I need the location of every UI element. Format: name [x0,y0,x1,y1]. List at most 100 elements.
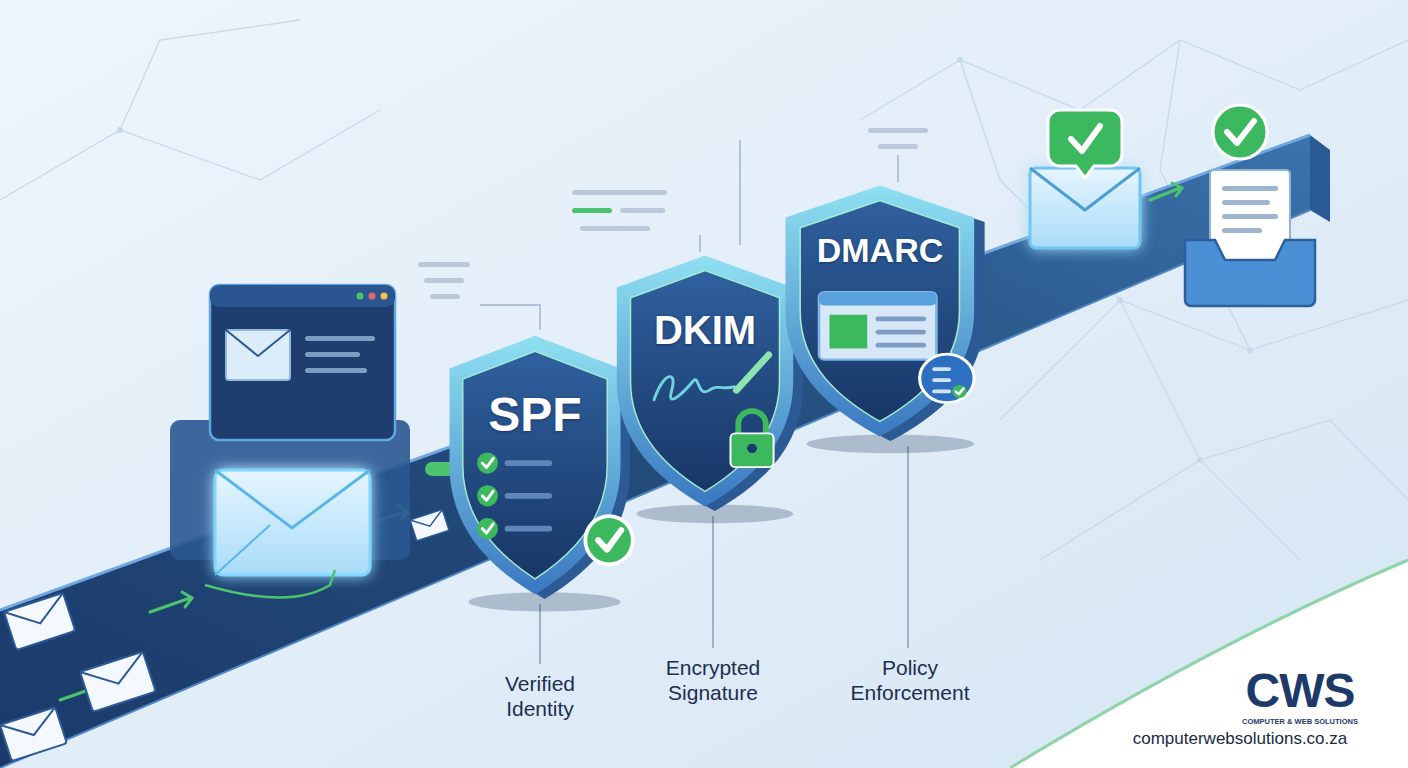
envelope-icon [80,652,156,712]
envelope-body [215,470,370,575]
report-block [830,315,868,349]
check-circle [477,452,498,473]
window-dot [357,293,364,300]
label-box: COMPUTER & WEB SOLUTIONS [1242,717,1358,726]
check-mark [1227,121,1254,143]
envelope-body [0,707,67,761]
check-circle [1213,105,1267,159]
inbox-box [1185,240,1315,306]
shield-title: DKIM [654,310,756,350]
shield-title: DMARC [817,233,944,267]
decor-line [480,305,540,330]
check-mark [482,458,493,467]
inbox-tray [1185,105,1315,306]
text-line [1222,200,1270,205]
padlock-shackle [738,411,765,435]
shield-title: SPF [488,391,581,439]
network-line [1000,300,1408,500]
network-dot [957,57,963,63]
logo-text: CWS [1246,667,1355,715]
text-line [932,390,951,394]
decor-bar [424,278,464,283]
network-dot [117,127,123,133]
shield-rim [617,256,793,507]
envelope-body [80,652,156,712]
shield-depth [796,190,985,441]
shield-icon [819,292,974,402]
security-shield: DMARC [775,180,985,442]
envelope-icon [0,707,67,761]
glow-line [205,570,335,598]
policy-badge [920,354,975,403]
envelope-body [226,330,290,380]
decor-bar [868,128,928,133]
text-line [876,343,926,348]
track-edge [0,210,1310,768]
padlock-keyhole [747,444,757,453]
wave-line [1010,560,1408,768]
label-box: Verified Identity [473,671,608,721]
verified-envelope [1030,110,1140,248]
check-mark [956,389,964,395]
track-edge [0,135,1310,610]
network-dot [1247,347,1253,353]
envelope-flap [215,470,370,528]
envelope-flap [0,707,61,744]
leader-line [907,446,909,648]
text-line [505,526,552,532]
text-line [305,352,360,357]
decor-bar [580,226,650,231]
corner-wave [1010,560,1408,768]
text-line [932,367,951,371]
envelope-body [4,593,75,650]
label-box: computerwebsolutions.co.za [1133,729,1348,749]
decor-line [739,140,740,245]
shield-face [631,271,780,492]
envelope-icon [410,509,449,540]
envelope-flap [4,593,70,633]
decor-line [897,155,898,182]
shield-shape [607,250,803,512]
decor-line [699,235,700,252]
decor-bar [572,190,667,195]
check-circle [587,518,631,562]
check-mark [1071,126,1100,151]
text-line [305,368,367,373]
decor-bar [418,262,470,267]
check-mark [598,530,621,549]
text-line [505,493,552,499]
check-badge [583,514,634,566]
envelope-flap [80,652,150,694]
leader-line [712,516,714,648]
text-line [876,317,926,322]
shield-depth [627,260,803,511]
envelope-body [410,509,449,540]
glowing-envelope [215,470,370,575]
shield-shape [440,330,630,600]
decor-bar [878,144,918,149]
envelope-icon [4,593,75,650]
check-mark [482,524,493,533]
decor-bar [430,294,460,299]
shield-icon [477,452,635,566]
report-window [819,292,936,359]
network-line [0,110,380,200]
check-mark [482,491,493,500]
signature-scribble [654,377,734,400]
text-line [305,336,375,341]
caption-label: Verified Identity [473,671,608,721]
text-line [505,460,552,466]
network-line [1040,460,1300,560]
flow-arrows [60,183,1182,700]
leader-line [539,604,541,664]
security-shield: SPF [440,330,630,600]
window-dot [381,293,388,300]
label-box: Policy Enforcement [843,655,978,705]
envelope-fold [215,525,270,575]
network-dot [1117,297,1123,303]
network-line [120,20,300,130]
text-line [876,330,926,335]
network-line [860,40,1408,120]
shield-shape [775,180,985,442]
